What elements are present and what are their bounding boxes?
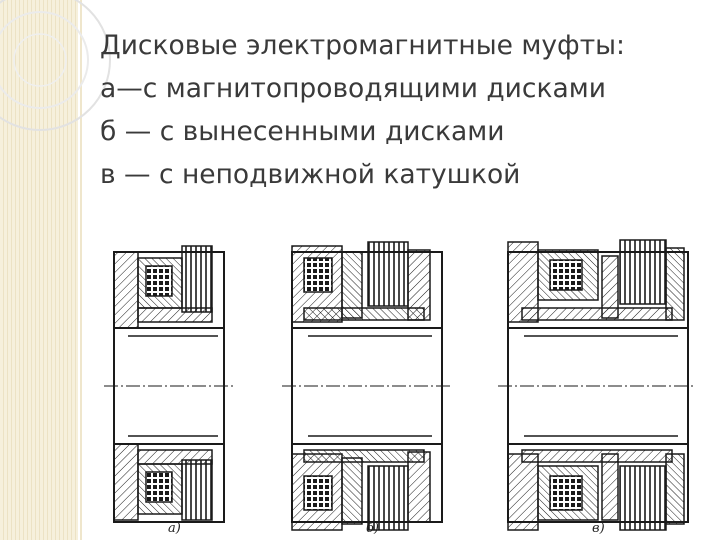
drawing-b: б) — [282, 241, 452, 536]
title-line-1: Дисковые электромагнитные муфты: — [100, 30, 625, 61]
panel-stripe — [59, 0, 60, 540]
panel-stripe — [27, 0, 28, 540]
panel-stripe — [47, 0, 48, 540]
panel-stripe — [31, 0, 32, 540]
slide-title: Дисковые электромагнитные муфты: а—с маг… — [100, 24, 700, 196]
panel-stripe — [67, 0, 68, 540]
panel-stripe — [43, 0, 44, 540]
panel-stripe — [11, 0, 12, 540]
caption-c: в) — [592, 521, 605, 536]
title-line-2: а—с магнитопроводящими дисками — [100, 73, 606, 104]
caption-b: б) — [366, 521, 379, 536]
panel-stripe — [71, 0, 72, 540]
title-line-4: в — с неподвижной катушкой — [100, 159, 521, 190]
panel-stripe — [39, 0, 40, 540]
panel-stripe — [23, 0, 24, 540]
panel-stripe — [7, 0, 8, 540]
panel-stripe — [19, 0, 20, 540]
decorative-circles — [0, 0, 111, 131]
clutch-drawings: а) б) — [104, 239, 696, 536]
panel-stripe — [75, 0, 76, 540]
title-line-3: б — с вынесенными дисками — [100, 116, 505, 147]
panel-stripe — [15, 0, 16, 540]
panel-stripe — [55, 0, 56, 540]
panel-stripe — [51, 0, 52, 540]
panel-stripe — [35, 0, 36, 540]
drawing-c: в) — [498, 239, 696, 536]
caption-a: а) — [168, 521, 181, 536]
panel-stripe — [3, 0, 4, 540]
panel-stripe — [63, 0, 64, 540]
drawing-a: а) — [104, 245, 234, 536]
left-decorative-panel — [0, 0, 78, 540]
panel-divider — [80, 0, 82, 540]
